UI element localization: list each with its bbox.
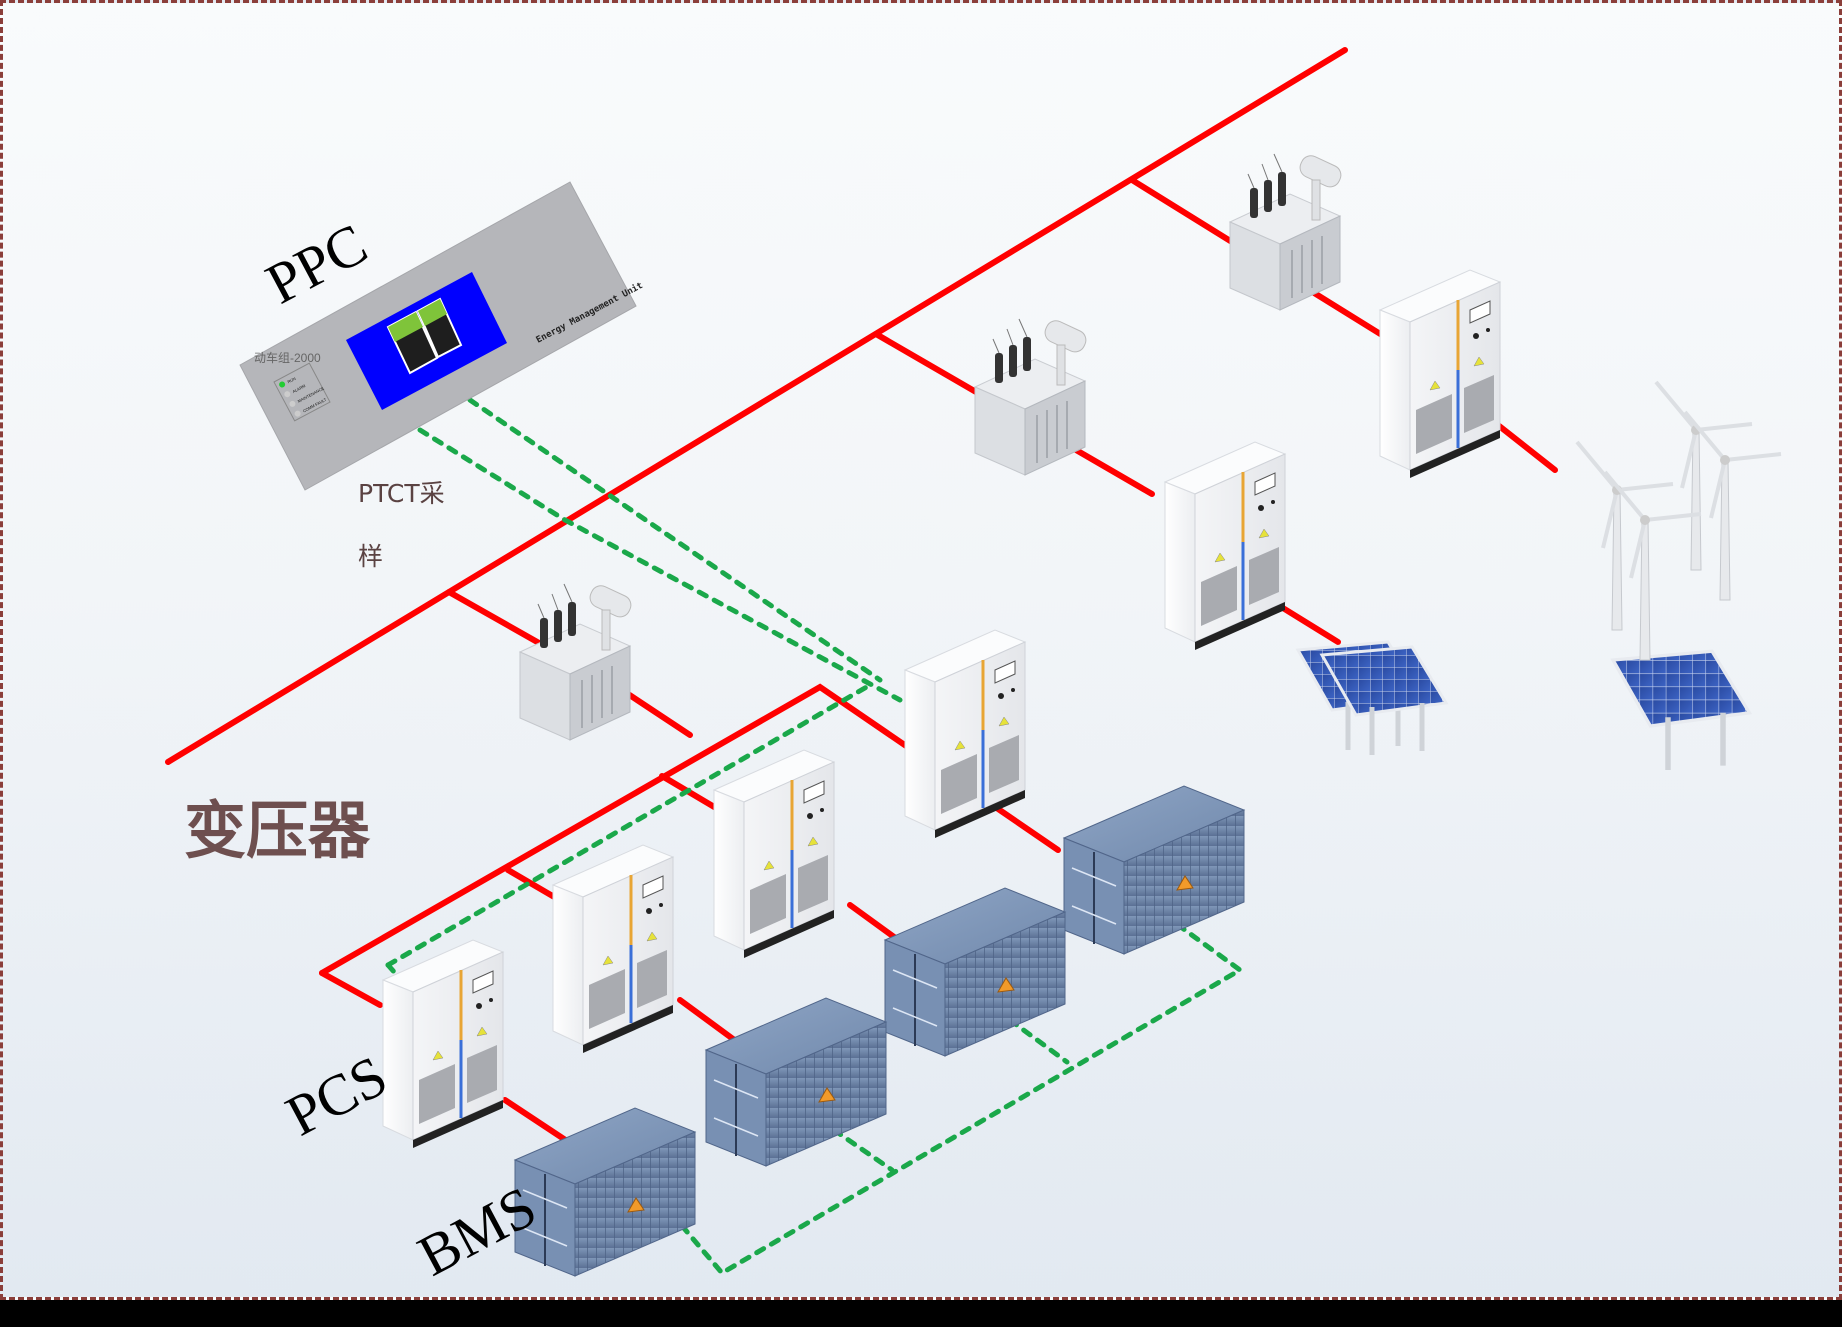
comm-ppc-pcs-b [467, 397, 883, 683]
pcs-cabinet-2 [551, 843, 675, 1055]
transformer-label: 变压器 [184, 794, 371, 867]
indicator-run-led [279, 381, 286, 388]
battery-icon [386, 297, 463, 375]
battery-container-3 [884, 887, 1066, 1057]
pcs-cabinet-wind [1378, 268, 1502, 480]
ppc-model-label: 动车组-2000 [254, 350, 321, 365]
ppc-unit: 动车组-2000 RUN ALARM MAINTENANCE COMM FAUL… [239, 181, 645, 491]
power-line-storage-a [619, 687, 693, 738]
main-power-bus [165, 47, 1348, 765]
diagram-frame [0, 0, 1842, 1300]
pcs-cabinet-4 [903, 628, 1027, 840]
comm-bms-bus [657, 922, 1245, 1277]
wind-turbine-icon [1575, 380, 1783, 662]
indicator-label: RUN [286, 376, 296, 385]
indicator-label: ALARM [292, 383, 307, 394]
transformer-wind [1229, 151, 1345, 311]
pcs1-to-bms1 [502, 1097, 573, 1146]
comm-bms3 [1007, 1017, 1070, 1065]
bottom-bar [0, 1300, 1842, 1327]
battery-container-2 [705, 997, 887, 1167]
pcs-cabinet-solar [1163, 440, 1287, 652]
pcs-cabinet-1 [381, 938, 505, 1150]
pcs-label: PCS [276, 1043, 398, 1149]
ptct-sampling-label: PTCT采 [358, 479, 445, 508]
comm-pcs-bus [385, 682, 873, 968]
transformer-solar [974, 316, 1090, 476]
comm-ppc-pcs [417, 427, 903, 703]
transformer-storage [519, 581, 635, 741]
power-lines [165, 47, 1558, 1146]
storage-feeder-left [319, 970, 383, 1008]
ptct-sampling-label-2: 样 [358, 542, 383, 571]
energy-system-diagram: 动车组-2000 RUN ALARM MAINTENANCE COMM FAUL… [165, 47, 1783, 1277]
battery-container-1 [514, 1107, 696, 1277]
comm-bms2 [831, 1127, 895, 1173]
pcs-cabinet-3 [712, 748, 836, 960]
battery-container-4 [1063, 785, 1245, 955]
comm-lines [385, 397, 1245, 1277]
solar-panel-icon [1298, 642, 1749, 770]
